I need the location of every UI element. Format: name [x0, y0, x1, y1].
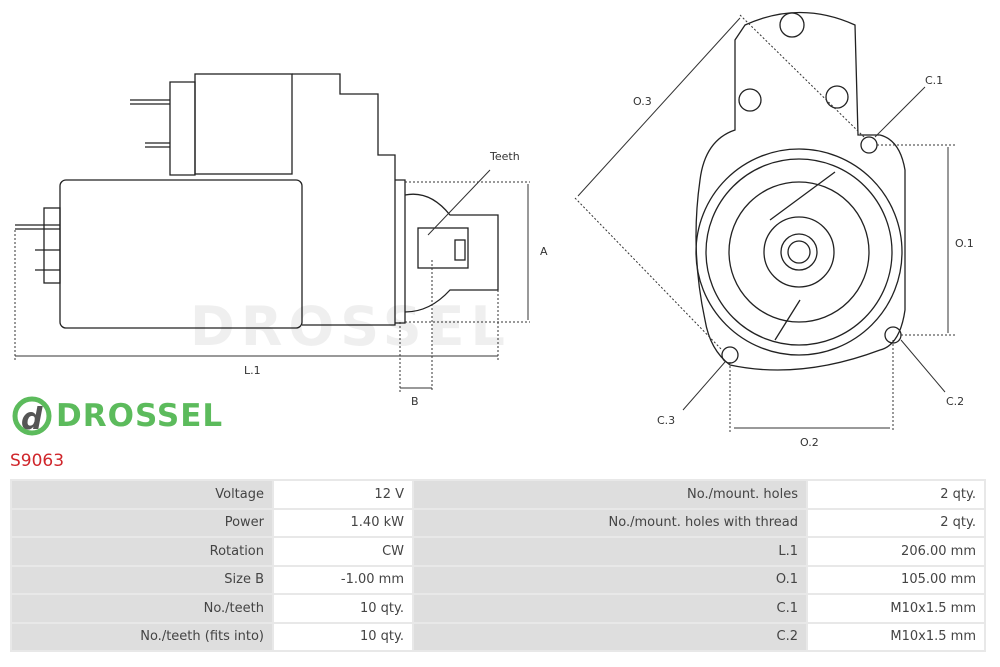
front-view	[695, 11, 906, 371]
spec-value: 12 V	[274, 481, 412, 508]
spec-value: 1.40 kW	[274, 509, 412, 536]
spec-label: C.2	[414, 623, 806, 650]
drossel-logo-text: DROSSEL	[56, 398, 224, 434]
label-c3: C.3	[657, 414, 675, 427]
svg-text:d: d	[21, 402, 43, 436]
spec-label: C.1	[414, 595, 806, 622]
spec-value: M10x1.5 mm	[808, 623, 984, 650]
spec-value: 10 qty.	[274, 595, 412, 622]
side-dimensions	[14, 181, 530, 392]
spec-value: 2 qty.	[808, 481, 984, 508]
starter-technical-drawing: DROSSEL Teeth A L.1 B O.3 C.1 O.1 C.2 O.…	[14, 11, 974, 449]
label-b: B	[411, 395, 419, 408]
label-c2: C.2	[946, 395, 964, 408]
label-teeth: Teeth	[489, 150, 520, 163]
label-c1: C.1	[925, 74, 943, 87]
spec-label: No./teeth	[12, 595, 272, 622]
spec-value: 2 qty.	[808, 509, 984, 536]
spec-value: M10x1.5 mm	[808, 595, 984, 622]
spec-label: Voltage	[12, 481, 272, 508]
spec-label: No./teeth (fits into)	[12, 623, 272, 650]
label-o3: O.3	[633, 95, 652, 108]
spec-value: -1.00 mm	[274, 566, 412, 593]
spec-label: No./mount. holes with thread	[414, 509, 806, 536]
spec-label: Rotation	[12, 538, 272, 565]
spec-label: No./mount. holes	[414, 481, 806, 508]
label-l1: L.1	[244, 364, 261, 377]
label-o2: O.2	[800, 436, 819, 449]
spec-label: Size B	[12, 566, 272, 593]
drossel-logo: d DROSSEL	[12, 396, 223, 436]
spec-label: Power	[12, 509, 272, 536]
label-a: A	[540, 245, 548, 258]
spec-label: L.1	[414, 538, 806, 565]
spec-value: 105.00 mm	[808, 566, 984, 593]
spec-value: CW	[274, 538, 412, 565]
spec-value: 10 qty.	[274, 623, 412, 650]
spec-value: 206.00 mm	[808, 538, 984, 565]
side-view	[15, 73, 499, 329]
product-code: S9063	[10, 451, 65, 471]
label-o1: O.1	[955, 237, 974, 250]
spec-label: O.1	[414, 566, 806, 593]
drossel-logo-icon: d	[12, 396, 52, 436]
watermark: DROSSEL	[190, 295, 511, 358]
